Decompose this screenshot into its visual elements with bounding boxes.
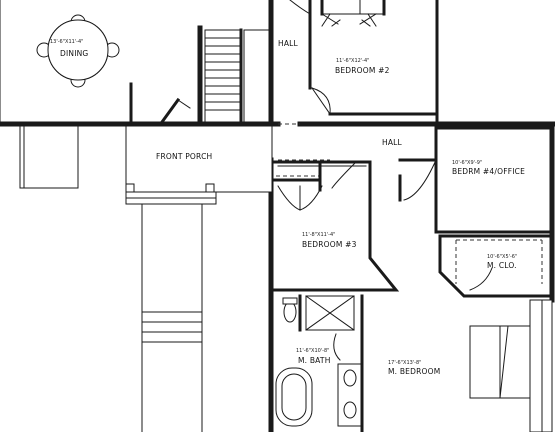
side-pad <box>19 125 79 189</box>
sink-icon <box>343 401 357 419</box>
mbedroom-dims: 17'-6"X13'-8" <box>388 360 421 366</box>
mclo-dims: 10'-6"X5'-6" <box>487 254 517 260</box>
bedroom2-dims: 11'-6"X12'-4" <box>336 58 369 64</box>
bedroom4-walls <box>398 126 554 234</box>
mbedroom-bed <box>469 299 553 432</box>
bedroom3-dims: 11'-8"X11'-4" <box>302 232 335 238</box>
front-porch <box>125 125 273 205</box>
mclo-label: M. CLO. <box>487 261 517 270</box>
hall-upper-label: HALL <box>278 39 299 48</box>
dining-dims: 13'-6"X11'-4" <box>50 39 83 45</box>
porch-post-icon <box>125 183 135 193</box>
dining-table <box>36 14 120 88</box>
porch-post-icon <box>205 183 215 193</box>
mbath-label: M. BATH <box>298 356 331 365</box>
mclo-walls <box>438 234 554 298</box>
bedroom4-dims: 10'-6"X9'-9" <box>452 160 482 166</box>
walkway <box>141 203 203 432</box>
stairs <box>204 28 269 124</box>
front-porch-label: FRONT PORCH <box>156 152 212 161</box>
dining-label: DINING <box>60 49 88 58</box>
mbedroom-label: M. BEDROOM <box>388 367 440 376</box>
bedroom3-label: BEDROOM #3 <box>302 240 357 249</box>
sink-icon <box>343 369 357 387</box>
bedroom3-walls <box>272 160 400 292</box>
bedroom4-label: BEDRM #4/OFFICE <box>452 167 525 176</box>
entry-door <box>129 82 191 125</box>
bedroom2-label: BEDROOM #2 <box>335 66 390 75</box>
mbath-dims: 11'-6"X10'-8" <box>296 348 329 354</box>
bedroom2-closet-doors <box>289 0 386 115</box>
hall-main-label: HALL <box>382 138 403 147</box>
mbath-fixtures <box>275 294 364 432</box>
toilet-icon <box>283 301 297 323</box>
